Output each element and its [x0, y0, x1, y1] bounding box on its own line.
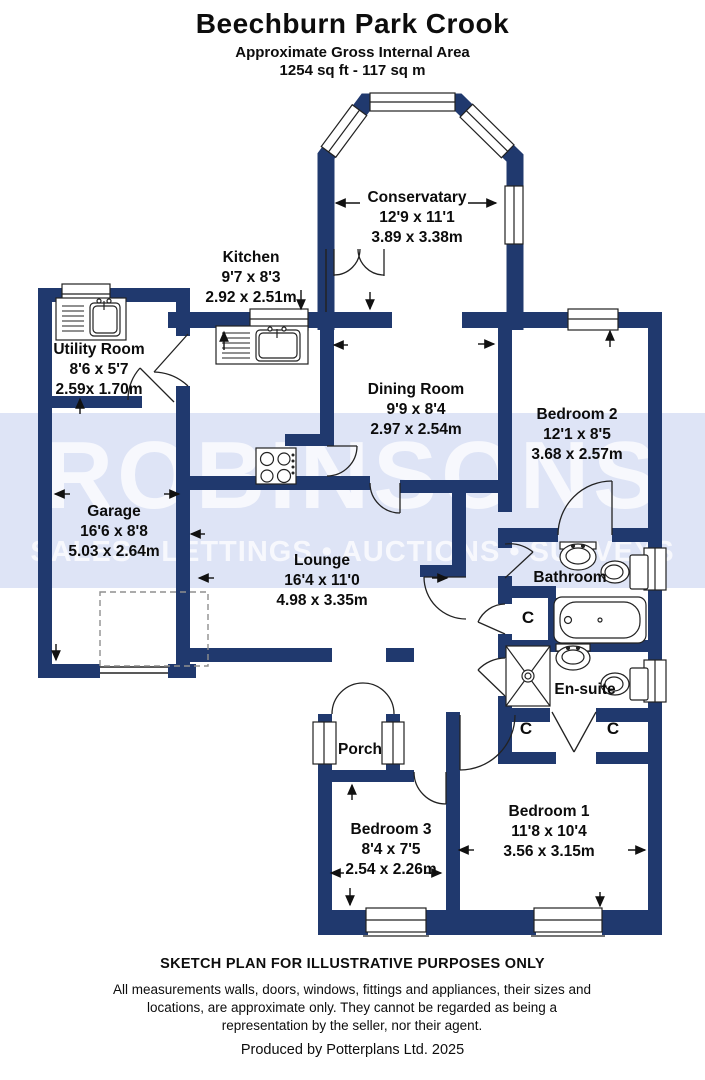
window-porch-left: [312, 721, 337, 765]
room-name: Bathroom: [533, 569, 607, 586]
room-label-kitchen: Kitchen 9'7 x 8'3 2.92 x 2.51m: [205, 248, 296, 308]
room-name: En-suite: [554, 681, 616, 698]
room-label-bedroom2: Bedroom 2 12'1 x 8'5 3.68 x 2.57m: [531, 405, 622, 465]
room-imperial: 9'9 x 8'4: [386, 401, 446, 418]
door-front-porch: [331, 682, 395, 715]
door-conservatory-french: [333, 248, 385, 276]
room-name: Bedroom 2: [536, 406, 618, 423]
cupboard-label-bathroom: C: [521, 608, 535, 627]
producer-credit: Produced by Potterplans Ltd. 2025: [240, 1042, 465, 1058]
room-name: Dining Room: [367, 381, 465, 398]
bathtub: [553, 596, 647, 644]
door-utility-bottom: [127, 367, 175, 403]
room-label-porch: Porch: [338, 740, 382, 760]
page-subtitle: Approximate Gross Internal Area: [235, 44, 470, 61]
room-label-conservatory: Conservatary 12'9 x 11'1 3.89 x 3.38m: [367, 188, 466, 248]
garage-door-dashed: [99, 591, 209, 667]
dimension-arrows-layer: [51, 198, 647, 908]
room-name: Bedroom 3: [350, 821, 432, 838]
room-name: Utility Room: [53, 341, 145, 358]
room-label-lounge: Lounge 16'4 x 11'0 4.98 x 3.35m: [276, 551, 367, 611]
door-bedroom1: [459, 714, 516, 771]
room-imperial: 16'4 x 11'0: [284, 572, 360, 589]
room-label-utility: Utility Room 8'6 x 5'7 2.59x 1.70m: [53, 340, 144, 400]
watermark-brand: ROBINSONS: [43, 422, 662, 529]
door-ensuite: [477, 657, 506, 697]
hob: [255, 447, 297, 485]
door-bedroom3: [413, 771, 447, 805]
room-metric: 3.68 x 2.57m: [531, 446, 623, 463]
page-title: Beechburn Park Crook: [195, 8, 510, 39]
windows-layer: [61, 92, 667, 937]
door-dining-lounge: [369, 482, 401, 514]
room-metric: 2.59x 1.70m: [55, 381, 143, 398]
room-label-garage: Garage 16'6 x 8'8 5.03 x 2.64m: [68, 502, 159, 562]
fixtures-layer: [55, 297, 649, 707]
cupboard-label-ensuite-right: C: [606, 719, 620, 738]
utility-sink: [55, 297, 127, 341]
room-label-bedroom1: Bedroom 1 11'8 x 10'4 3.56 x 3.15m: [503, 802, 594, 862]
door-cupboard-bathroom: [477, 603, 506, 635]
room-metric: 5.03 x 2.64m: [68, 543, 160, 560]
room-name: Bedroom 1: [508, 803, 590, 820]
room-metric: 2.92 x 2.51m: [205, 289, 297, 306]
room-name: Kitchen: [222, 249, 280, 266]
kitchen-sink: [215, 325, 309, 365]
window-bedroom1: [531, 907, 605, 937]
window-bedroom2: [567, 308, 619, 331]
room-label-ensuite: En-suite: [554, 680, 615, 700]
room-imperial: 8'6 x 5'7: [69, 361, 129, 378]
room-imperial: 11'8 x 10'4: [511, 823, 587, 840]
doors-layer: [127, 248, 613, 805]
room-label-bedroom3: Bedroom 3 8'4 x 7'5 2.54 x 2.26m: [345, 820, 436, 880]
room-metric: 2.54 x 2.26m: [345, 861, 437, 878]
window-ensuite: [643, 659, 667, 703]
room-metric: 3.56 x 3.15m: [503, 843, 595, 860]
ensuite-basin: [555, 643, 591, 671]
room-name: Garage: [87, 503, 141, 520]
window-conservatory-side: [504, 185, 524, 245]
room-label-bathroom: Bathroom: [533, 568, 606, 588]
window-conservatory-left: [320, 103, 368, 159]
thin-lines-layer: [100, 249, 327, 674]
room-imperial: 12'1 x 8'5: [543, 426, 611, 443]
room-name: Conservatary: [367, 189, 467, 206]
door-closets-v: [551, 711, 597, 753]
cupboard-label-ensuite-left: C: [519, 719, 533, 738]
window-conservatory-right: [459, 103, 515, 159]
door-bathroom: [504, 543, 534, 579]
bathroom-toilet: [600, 554, 649, 590]
door-kitchen-dining: [326, 445, 358, 477]
window-conservatory-top: [369, 92, 456, 112]
room-imperial: 8'4 x 7'5: [361, 841, 421, 858]
gross-area-line: 1254 sq ft - 117 sq m: [279, 62, 426, 79]
room-imperial: 9'7 x 8'3: [221, 269, 281, 286]
bathroom-basin: [559, 541, 597, 571]
door-lounge-hall: [423, 576, 467, 620]
disclaimer-body: All measurements walls, doors, windows, …: [113, 982, 591, 1033]
room-metric: 2.97 x 2.54m: [370, 421, 462, 438]
door-bedroom2: [557, 480, 613, 536]
room-imperial: 16'6 x 8'8: [80, 523, 148, 540]
disclaimer-title: SKETCH PLAN FOR ILLUSTRATIVE PURPOSES ON…: [160, 956, 545, 972]
window-bedroom3: [363, 907, 429, 937]
window-kitchen: [249, 308, 309, 331]
shower: [505, 645, 551, 707]
window-porch-right: [381, 721, 405, 765]
room-label-dining: Dining Room 9'9 x 8'4 2.97 x 2.54m: [368, 380, 464, 440]
ensuite-toilet: [600, 667, 649, 701]
room-name: Porch: [338, 741, 382, 758]
room-imperial: 12'9 x 11'1: [379, 209, 455, 226]
door-utility-kitchen: [153, 333, 189, 387]
room-metric: 4.98 x 3.35m: [276, 592, 368, 609]
room-name: Lounge: [294, 552, 350, 569]
room-metric: 3.89 x 3.38m: [371, 229, 463, 246]
